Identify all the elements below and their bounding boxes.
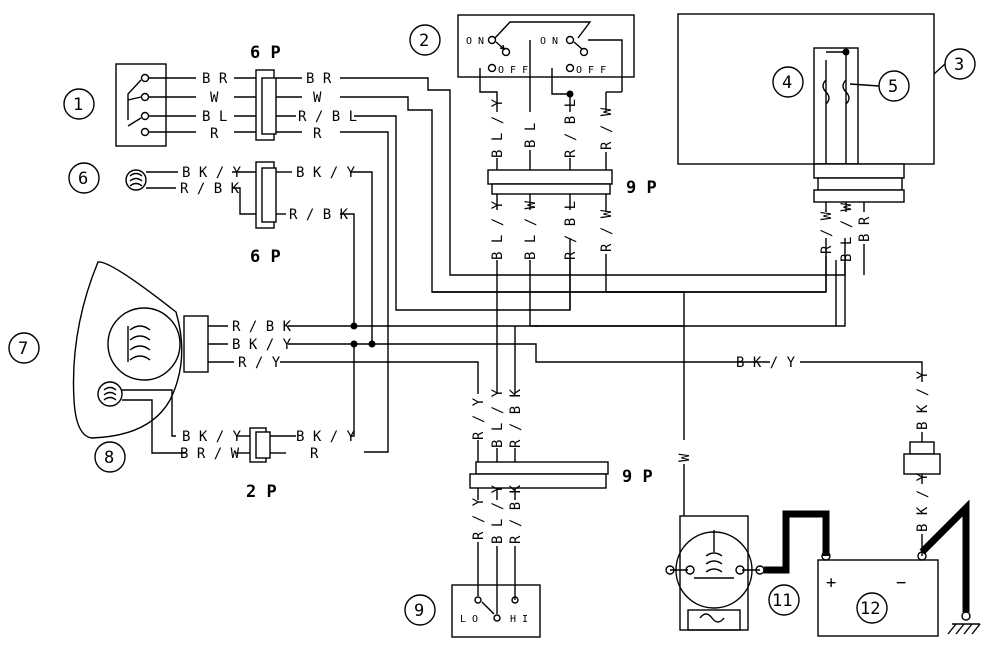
- connector-6p-bottom: [255, 161, 277, 229]
- callout-12: 12: [860, 599, 880, 619]
- callout-3: 3: [954, 55, 964, 75]
- wire-label-r-bk-6: R / B K: [180, 181, 240, 197]
- callout-7: 7: [18, 339, 28, 359]
- callout-4: 4: [782, 73, 792, 93]
- wire-label-r-bl-right: R / B L: [298, 109, 357, 125]
- wire-label-v-r-bl-b: R / B L: [563, 201, 579, 260]
- callout-2: 2: [419, 31, 429, 51]
- lamp-8: [97, 381, 123, 407]
- wire-label-v-bl-y-b: B L / Y: [490, 200, 506, 260]
- wire-label-r-left: R: [210, 126, 219, 142]
- switch-1: [115, 63, 196, 147]
- connector-label-6p-top: 6 P: [250, 43, 281, 63]
- coil-6: [125, 169, 147, 191]
- label-on-1: O N: [466, 36, 484, 47]
- label-on-2: O N: [540, 36, 558, 47]
- wire-label-v-r-w-a: R / W: [599, 107, 615, 150]
- wire-label-bl-left: B L: [202, 109, 227, 125]
- wire-label-br-right: B R: [306, 71, 332, 87]
- wire-label-v-w: W: [677, 453, 693, 462]
- connector-6p-top: [255, 69, 277, 141]
- wire-label-v-bl-y-d: B L / Y: [490, 388, 506, 448]
- label-lo: L O: [460, 614, 478, 625]
- wire-label-r-2p: R: [310, 446, 319, 462]
- callout-8: 8: [104, 448, 114, 468]
- wire-label-bk-y-8: B K / Y: [182, 429, 242, 445]
- callout-1: 1: [73, 95, 83, 115]
- label-off-1: O F F: [498, 65, 528, 76]
- connector-label-2p: 2 P: [246, 482, 277, 502]
- wire-label-r-right: R: [313, 126, 322, 142]
- switch-9: [451, 584, 541, 638]
- wire-label-w-right: W: [313, 90, 322, 106]
- wire-label-v-r-w-b: R / W: [599, 209, 615, 252]
- wire-label-br-left: B R: [202, 71, 228, 87]
- wire-label-w-left: W: [210, 90, 219, 106]
- switch-2: [457, 14, 635, 92]
- callout-6: 6: [78, 169, 88, 189]
- headlight-7: [72, 261, 209, 439]
- wire-label-v-r-bk-d: R / B K: [508, 388, 524, 448]
- wire-label-bk-y-7: B K / Y: [232, 337, 292, 353]
- wire-label-v-bl-y-a: B L / Y: [490, 98, 506, 158]
- battery-12: [817, 551, 939, 637]
- wire-label-br-w-8: B R / W: [180, 446, 240, 462]
- battery-minus: −: [896, 573, 906, 593]
- wire-label-r-y-7: R / Y: [238, 355, 281, 371]
- labels-above-9p: B L / Y B L R / B L R / W: [490, 98, 615, 158]
- connector-label-9p-switch: 9 P: [626, 178, 657, 198]
- label-hi: H I: [510, 614, 528, 625]
- wire-label-v-bk-y-bottom: B K / Y: [915, 472, 931, 532]
- callout-11: 11: [772, 591, 792, 611]
- label-off-2: O F F: [576, 65, 606, 76]
- wire-label-v-r-y-d: R / Y: [471, 397, 487, 440]
- relay-11: [665, 515, 765, 631]
- wire-label-v-br-c: B R: [857, 216, 873, 242]
- callout-9: 9: [414, 601, 424, 621]
- ground-icon: [947, 611, 981, 635]
- wire-label-v-r-bl-a: R / B L: [563, 99, 579, 158]
- connector-label-6p-bottom: 6 P: [250, 247, 281, 267]
- wire-label-r-bk-6p: R / B K: [289, 207, 349, 223]
- wire-label-v-r-w-c: R / W: [819, 211, 835, 254]
- wire-label-bk-y-right: B K / Y: [736, 355, 796, 371]
- connector-9p-switch: [487, 169, 613, 195]
- wire-label-r-bk-7: R / B K: [232, 319, 292, 335]
- wire-label-bk-y-6p: B K / Y: [296, 165, 356, 181]
- wire-label-v-bl-w-b: B L / W: [523, 200, 539, 260]
- fuse-connector: [903, 441, 941, 475]
- wire-label-v-bl-w-c: B L / W: [839, 202, 855, 262]
- wire-label-v-bk-y-top: B K / Y: [915, 370, 931, 430]
- wire-label-v-bl-a: B L: [523, 123, 539, 148]
- connector-label-9p-mid: 9 P: [622, 467, 653, 487]
- connector-2p: [249, 427, 271, 463]
- wire-label-v-r-y-e: R / Y: [471, 497, 487, 540]
- wire-label-v-r-bk-e: R / B K: [508, 484, 524, 544]
- connector-9p-mid: [469, 461, 609, 489]
- callout-5: 5: [888, 77, 898, 97]
- wire-label-bk-y-2p: B K / Y: [296, 429, 356, 445]
- battery-plus: +: [826, 573, 836, 593]
- wire-label-bk-y-6: B K / Y: [182, 165, 242, 181]
- wire-label-v-bl-y-e: B L / Y: [490, 484, 506, 544]
- unit-3: [677, 13, 935, 203]
